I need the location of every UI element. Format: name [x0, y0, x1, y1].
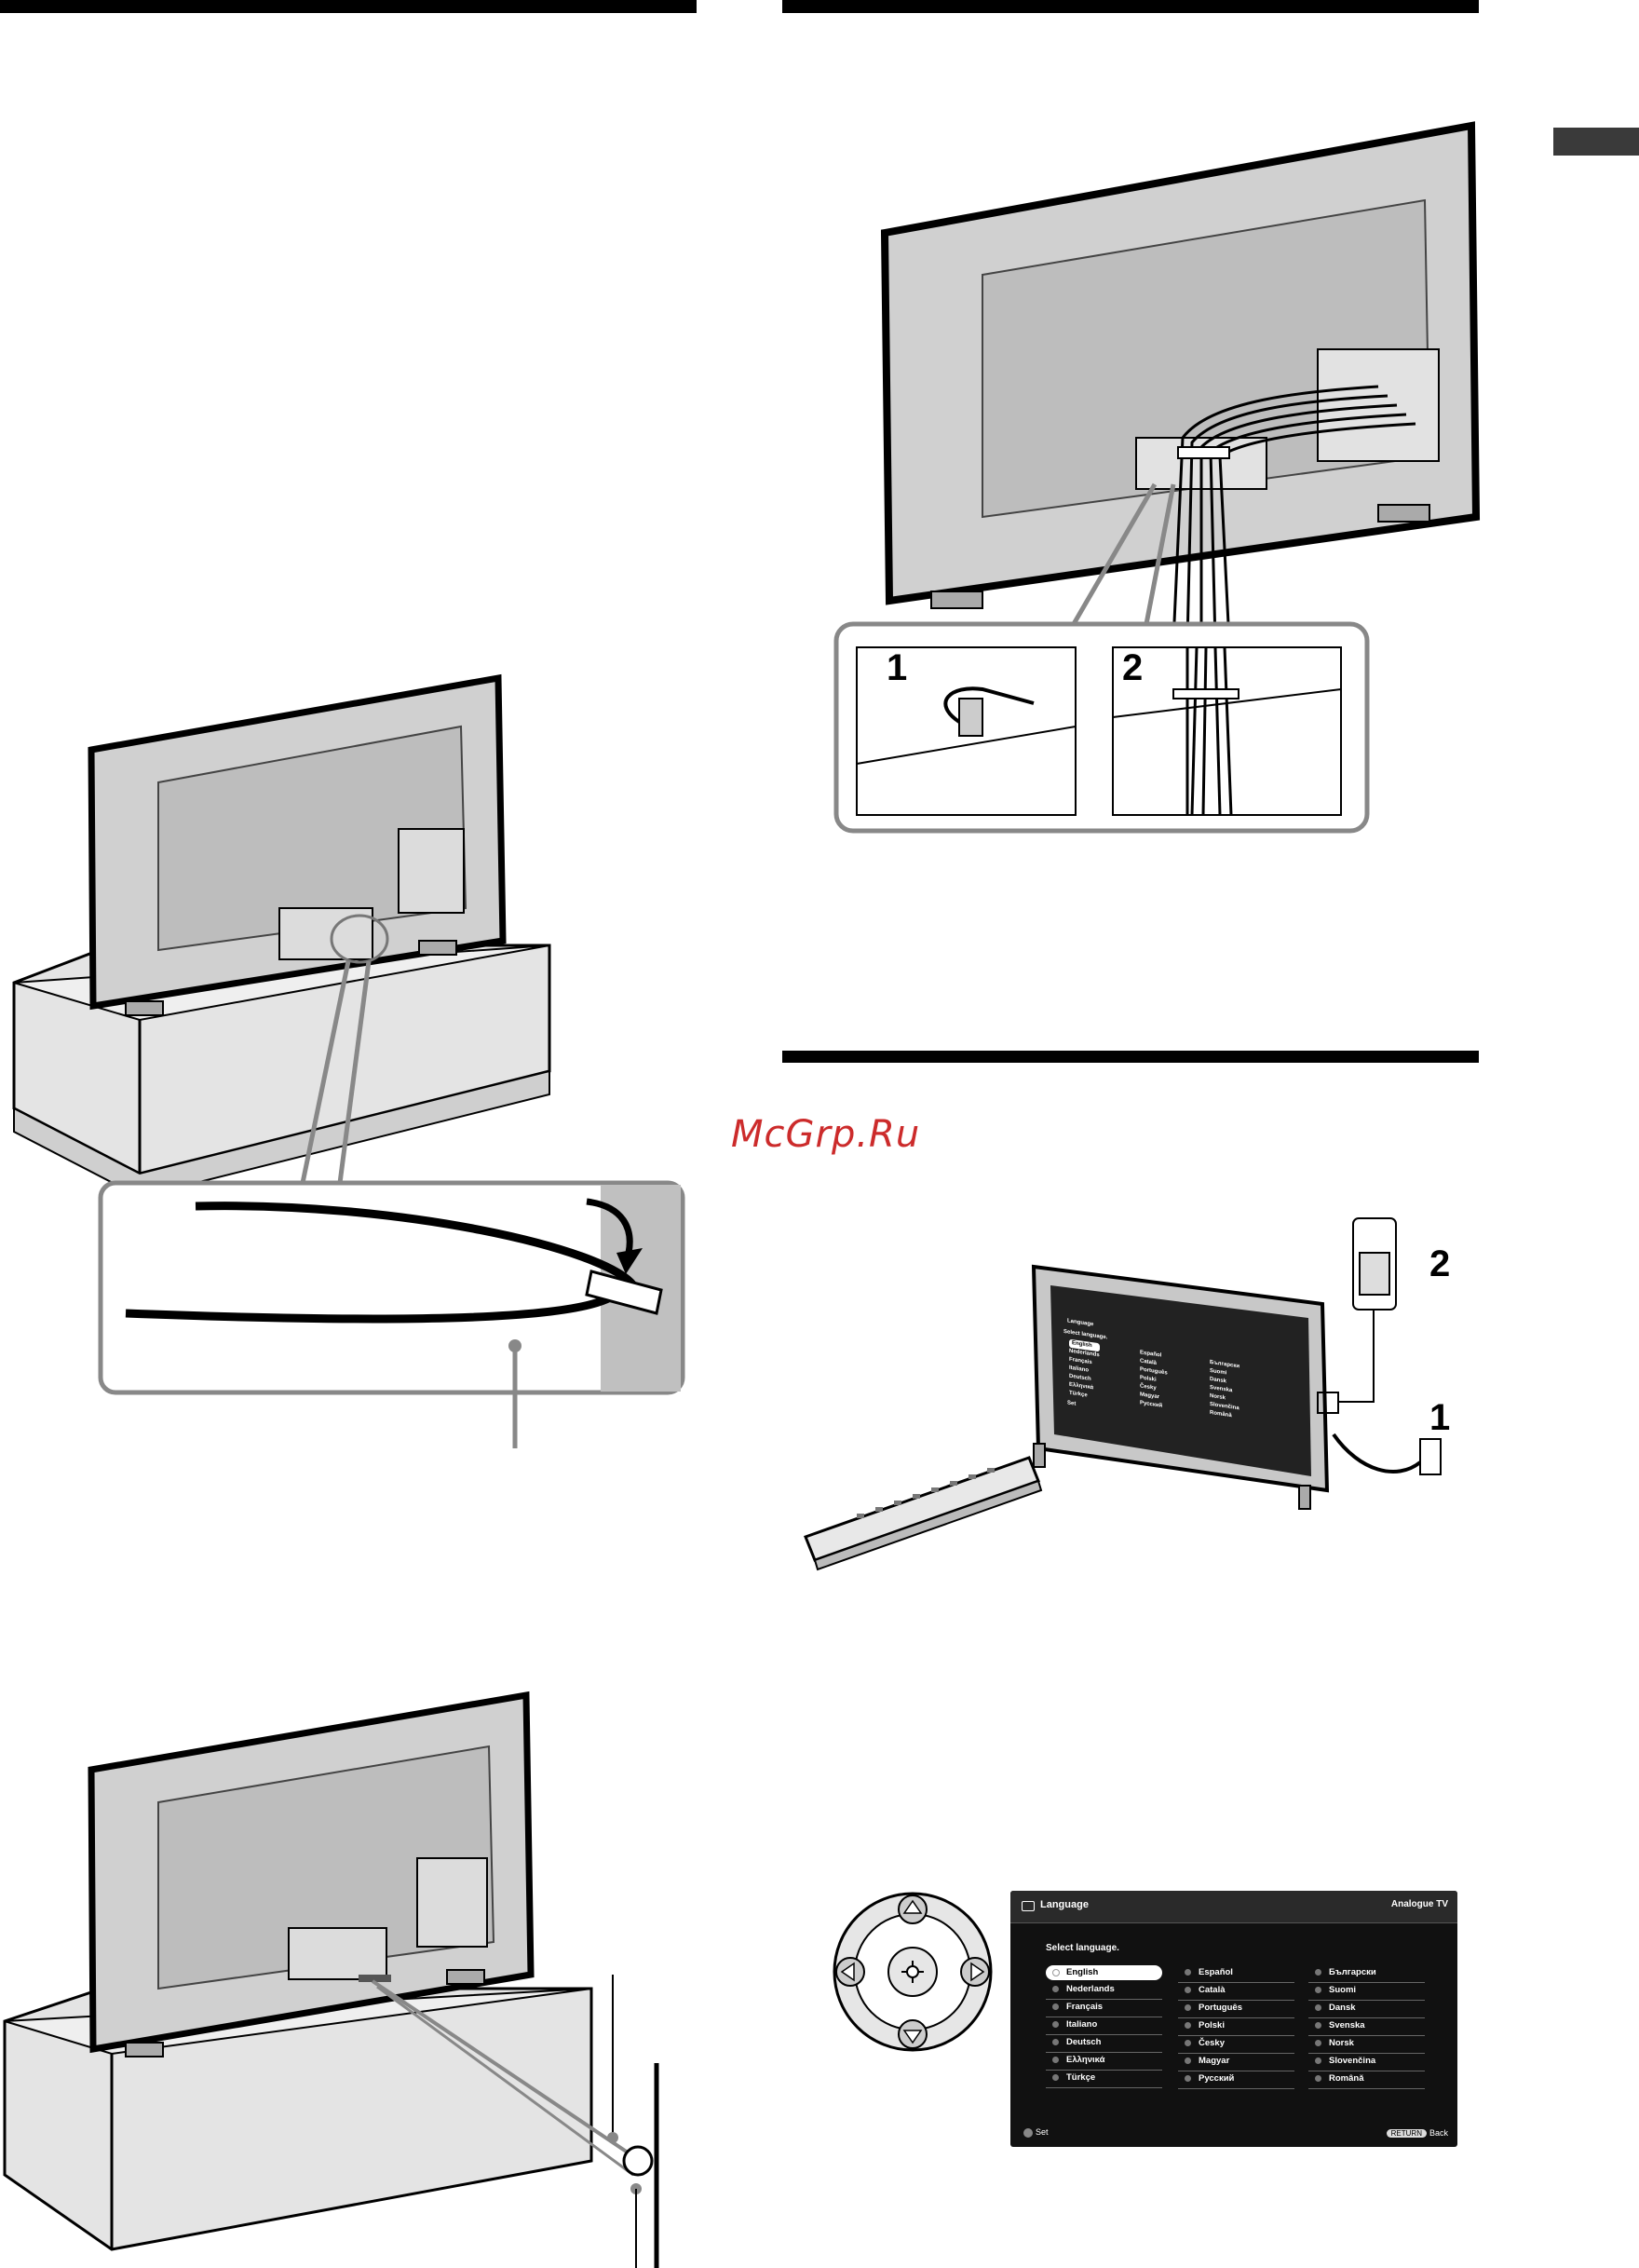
tv-wall-strap-illustration: [3, 1691, 659, 2268]
tv-on-stand-cable-illustration: [12, 673, 685, 1448]
radio-icon: [1185, 2075, 1191, 2082]
language-option-espanol[interactable]: Español: [1178, 1965, 1294, 1983]
radio-icon: [1315, 2004, 1321, 2011]
dpad-center-icon: [901, 1961, 924, 1983]
language-screen-header: Language Analogue TV: [1010, 1891, 1457, 1923]
callout-number-1-power: 1: [1429, 1397, 1451, 1438]
radio-icon: [1052, 2039, 1059, 2045]
radio-icon: [1052, 1969, 1060, 1976]
language-option-greek[interactable]: Ελληνικά: [1046, 2053, 1162, 2071]
language-option-bulgarian[interactable]: Български: [1308, 1965, 1425, 1983]
dpad-down-icon: [898, 2019, 928, 2049]
radio-icon: [1185, 1987, 1191, 1993]
radio-icon: [1052, 2074, 1059, 2081]
language-column-2: Español Català Português Polski Česky Ma…: [1178, 1965, 1294, 2089]
radio-icon: [1185, 2022, 1191, 2029]
radio-icon: [1315, 1969, 1321, 1976]
language-option-russian[interactable]: Русский: [1178, 2071, 1294, 2089]
language-option-polski[interactable]: Polski: [1178, 2018, 1294, 2036]
language-option-magyar[interactable]: Magyar: [1178, 2054, 1294, 2071]
radio-icon: [1185, 2040, 1191, 2046]
language-option-suomi[interactable]: Suomi: [1308, 1983, 1425, 2001]
cable-bundling-illustration: [833, 121, 1481, 834]
language-screen-title: Language: [1040, 1899, 1089, 1910]
section-rule-top-right: [782, 0, 1479, 13]
radio-icon: [1052, 2003, 1059, 2010]
radio-icon: [1315, 2022, 1321, 2029]
return-key-label: RETURN: [1386, 2129, 1427, 2138]
language-option-svenska[interactable]: Svenska: [1308, 2018, 1425, 2036]
radio-icon: [1052, 1986, 1059, 1992]
callout-number-2-power: 2: [1429, 1243, 1451, 1284]
radio-icon: [1185, 1969, 1191, 1976]
dpad-up-icon: [898, 1895, 928, 1924]
language-option-norsk[interactable]: Norsk: [1308, 2036, 1425, 2054]
watermark-text: McGrp.Ru: [731, 1113, 921, 1156]
select-language-prompt: Select language.: [1046, 1943, 1119, 1953]
language-option-deutsch[interactable]: Deutsch: [1046, 2035, 1162, 2053]
callout-number-2-bundling: 2: [1122, 647, 1144, 688]
language-option-francais[interactable]: Français: [1046, 2000, 1162, 2017]
callout-number-1-bundling: 1: [887, 647, 908, 688]
language-column-1: English Nederlands Français Italiano Deu…: [1046, 1965, 1162, 2088]
input-source-label: Analogue TV: [1390, 1899, 1448, 1909]
radio-icon: [1185, 2057, 1191, 2064]
radio-icon: [1185, 2004, 1191, 2011]
language-option-cesky[interactable]: Česky: [1178, 2036, 1294, 2054]
radio-icon: [1315, 2075, 1321, 2082]
language-option-catala[interactable]: Català: [1178, 1983, 1294, 2001]
language-option-nederlands[interactable]: Nederlands: [1046, 1982, 1162, 2000]
mini-screen-footer-set: Set: [1067, 1400, 1077, 1407]
language-option-turkce[interactable]: Türkçe: [1046, 2071, 1162, 2088]
section-rule-mid-right: [782, 1051, 1479, 1063]
remote-dpad-illustration: [833, 1892, 993, 2052]
language-column-3: Български Suomi Dansk Svenska Norsk Slov…: [1308, 1965, 1425, 2089]
language-option-italiano[interactable]: Italiano: [1046, 2017, 1162, 2035]
tv-icon: [1022, 1901, 1035, 1911]
language-option-romana[interactable]: Română: [1308, 2071, 1425, 2089]
footer-set-hint: Set: [1023, 2127, 1049, 2138]
radio-icon: [1315, 2040, 1321, 2046]
language-option-english[interactable]: English: [1046, 1965, 1162, 1980]
language-option-dansk[interactable]: Dansk: [1308, 2001, 1425, 2018]
language-option-slovencina[interactable]: Slovenčina: [1308, 2054, 1425, 2071]
enter-button-icon: [1023, 2128, 1033, 2138]
dpad-right-icon: [960, 1957, 990, 1987]
radio-icon: [1315, 2057, 1321, 2064]
language-selection-screen: Language Analogue TV Select language. En…: [1010, 1891, 1457, 2147]
tv-power-remote-illustration: [804, 1217, 1442, 1571]
section-rule-top-left: [0, 0, 697, 13]
chapter-tab-marker: [1553, 128, 1639, 156]
radio-icon: [1315, 1987, 1321, 1993]
dpad-left-icon: [835, 1957, 865, 1987]
language-option-portugues[interactable]: Português: [1178, 2001, 1294, 2018]
radio-icon: [1052, 2057, 1059, 2063]
mini-screen-title: Language: [1067, 1318, 1094, 1328]
radio-icon: [1052, 2021, 1059, 2028]
